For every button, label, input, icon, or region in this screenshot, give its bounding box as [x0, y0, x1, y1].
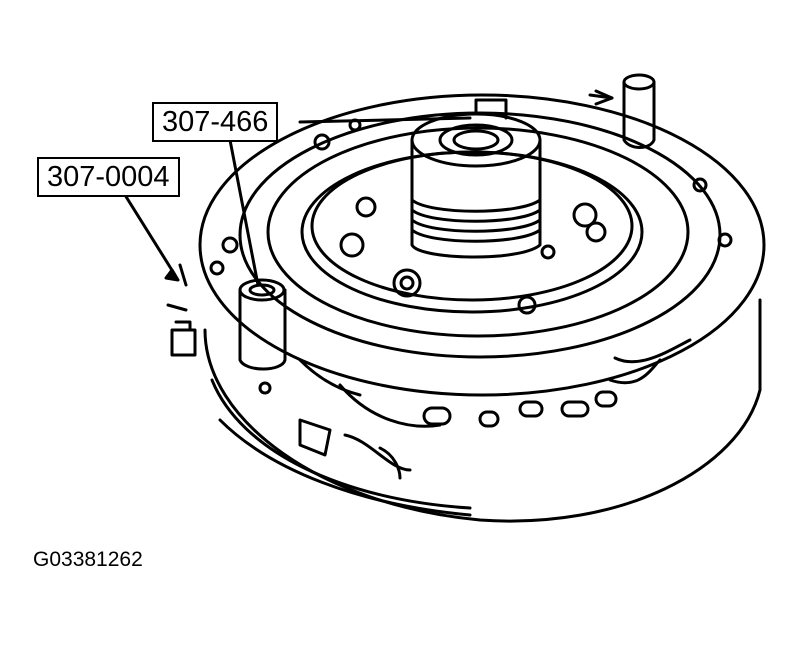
alignment-pin-left — [238, 278, 287, 371]
bolt-holes — [209, 118, 733, 395]
figure-id: G03381262 — [33, 548, 143, 571]
callout-leaders — [123, 116, 472, 287]
bolt-tool — [166, 263, 197, 357]
callout-307-466: 307-466 — [152, 102, 279, 142]
fluid-passages — [298, 338, 692, 480]
center-hub — [410, 98, 542, 259]
alignment-pin-right — [588, 73, 656, 149]
callout-307-0004: 307-0004 — [37, 157, 180, 197]
